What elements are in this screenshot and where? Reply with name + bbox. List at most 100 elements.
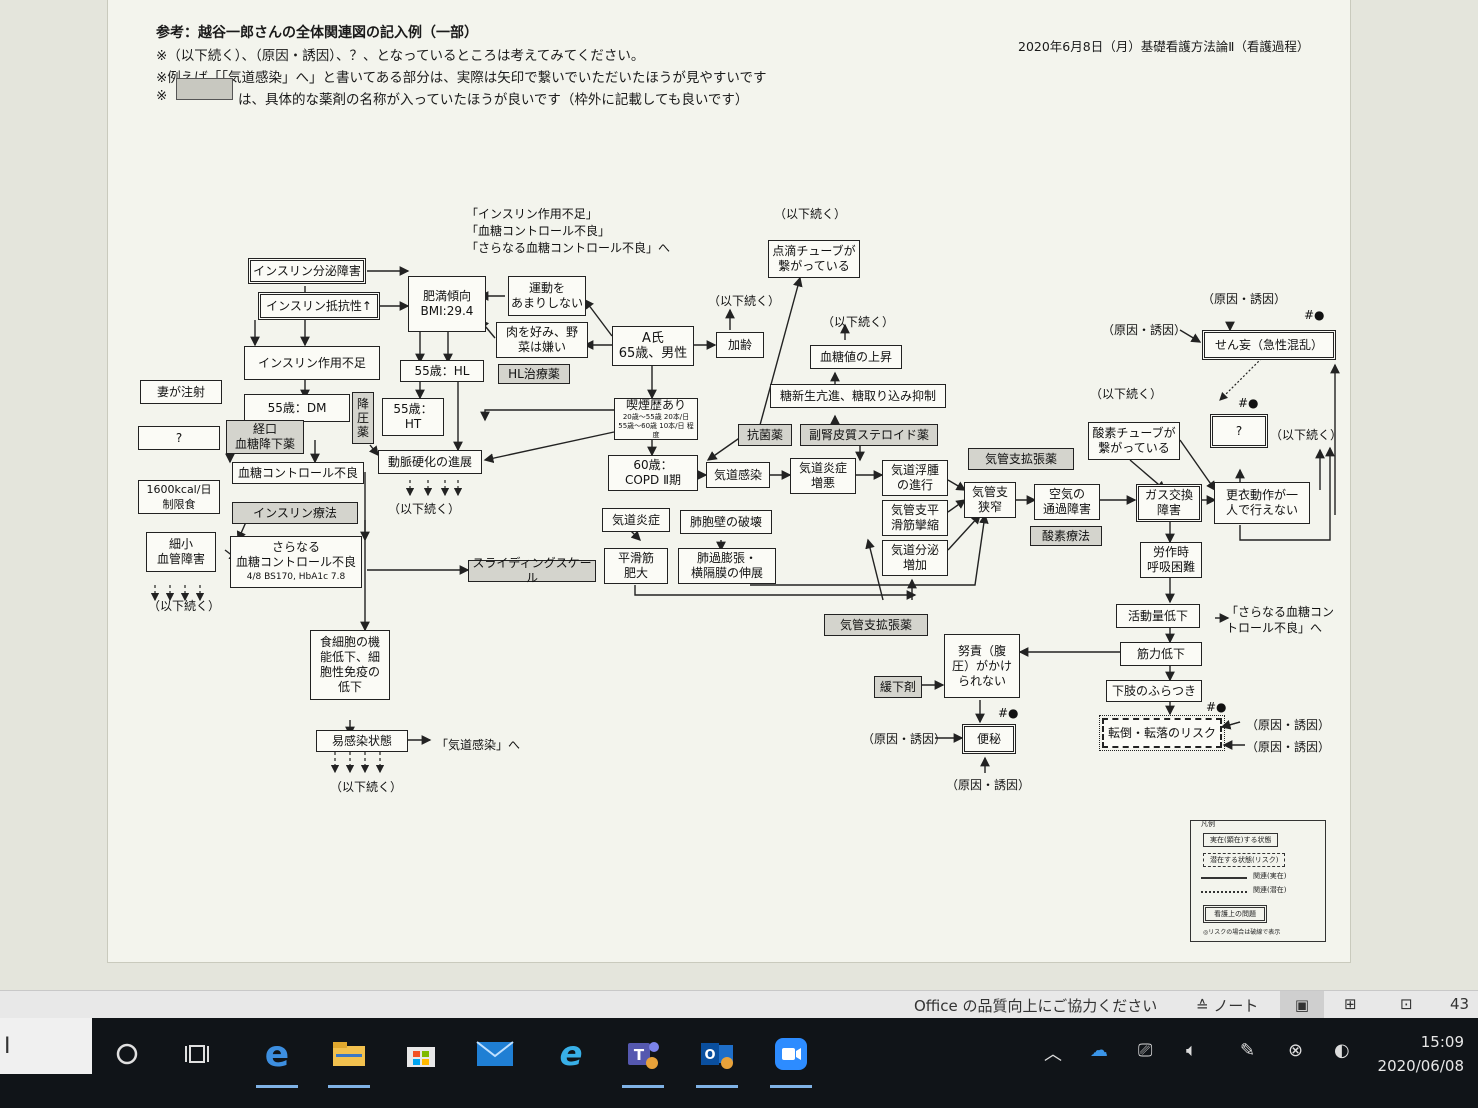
slide-sorter-icon: ⊞ <box>1344 995 1357 1013</box>
feedback-link[interactable]: Office の品質向上にご協力ください <box>914 997 1158 1015</box>
mail-icon <box>476 1041 514 1066</box>
teams-status-button[interactable]: ⊗ <box>1288 1040 1303 1061</box>
node-sliding-scale: スライディングスケール <box>468 556 596 585</box>
task-view-button[interactable] <box>172 1026 222 1082</box>
reading-view-icon: ⊡ <box>1400 995 1413 1013</box>
legend-item-actual: 実在(顕在)する状態 <box>1203 833 1279 847</box>
cortana-button[interactable] <box>102 1026 152 1082</box>
node-microvascular: 細小 血管障害 <box>146 532 216 572</box>
zoom-icon <box>775 1038 807 1070</box>
node-infection-prone: 易感染状態 <box>316 730 408 752</box>
legend-item-potential: 潜在する状態(リスク) <box>1203 853 1286 867</box>
node-straining: 努責（腹 圧）がかけ られない <box>944 634 1020 698</box>
clock[interactable]: 15:09 2020/06/08 <box>1378 1030 1464 1078</box>
volume-button[interactable]: 🔈︎ <box>1186 1040 1197 1061</box>
label-top-refs: 「インスリン作用不足」 「血糖コントロール不良」 「さらなる血糖コントロール不良… <box>466 207 671 255</box>
label-cause-constipation-left: （原因・誘因） <box>862 732 947 746</box>
node-dm55: 55歳：DM <box>244 394 350 422</box>
further-glucose-values: 4/8 BS170, HbA1c 7.8 <box>246 571 346 582</box>
node-insulin-action: インスリン作用不足 <box>244 346 380 380</box>
search-text: I <box>4 1033 11 1059</box>
note-3-mark: ※ <box>156 88 168 104</box>
node-dyspnea: 労作時 呼吸困難 <box>1140 542 1202 578</box>
zoom-level[interactable]: 43 <box>1450 995 1470 1013</box>
node-secretion: 気道分泌 増加 <box>882 540 948 576</box>
smoking-text: 喫煙歴あり <box>625 398 686 412</box>
node-airflow-obstruction: 空気の 通過障害 <box>1034 484 1100 520</box>
label-hash-q2: #● <box>1238 396 1259 410</box>
node-wife: 妻が注射 <box>140 380 222 404</box>
clock-time: 15:09 <box>1420 1033 1464 1051</box>
further-glucose-text: さらなる 血糖コントロール不良 <box>235 539 356 569</box>
node-antihypertensive: 降 圧 薬 <box>352 392 374 444</box>
node-stenosis: 気管支 狭窄 <box>964 482 1016 518</box>
cloud-icon: ☁ <box>1090 1040 1108 1061</box>
internet-explorer-button[interactable]: e <box>546 1026 596 1082</box>
smoking-detail: 20歳～55歳 20本/日 55歳～60歳 10本/日 程度 <box>618 413 694 439</box>
label-hash-constipation: #● <box>998 706 1019 720</box>
label-cause-constipation-bottom: （原因・誘因） <box>946 778 1031 792</box>
node-bronchodilator-1: 気管支拡張薬 <box>968 448 1074 470</box>
date-header: 2020年6月8日（月）基礎看護方法論Ⅱ（看護過程） <box>1018 39 1310 54</box>
outlook-button[interactable]: O <box>692 1026 742 1088</box>
label-to-glucose: 「さらなる血糖コン トロール不良」へ <box>1226 605 1335 635</box>
node-inflammation-worse: 気道炎症 増悪 <box>790 458 856 494</box>
node-obesity: 肥満傾向 BMI:29.4 <box>408 276 486 332</box>
notes-button[interactable]: ≙ ノート <box>1196 995 1258 1016</box>
normal-view-button[interactable]: ▣ <box>1280 991 1324 1019</box>
node-activity-decline: 活動量低下 <box>1116 604 1200 628</box>
label-cont-micro: （以下続く） <box>148 599 221 613</box>
network-button[interactable]: ⎚ <box>1138 1040 1152 1061</box>
legend-arrow-dotted <box>1201 891 1247 893</box>
node-insulin-secretion: インスリン分泌障害 <box>248 258 366 284</box>
taskbar-search-box[interactable]: I <box>0 1018 92 1074</box>
ie-icon: e <box>559 1034 583 1074</box>
node-airway-infection: 気道感染 <box>706 462 770 488</box>
show-hidden-icons-button[interactable]: ︿ <box>1044 1040 1062 1066</box>
chevron-up-icon: ︿ <box>1044 1044 1062 1065</box>
node-blood-glucose-rise: 血糖値の上昇 <box>810 345 902 369</box>
drug-shade-sample <box>176 78 233 100</box>
edge-button[interactable]: e <box>252 1026 302 1088</box>
node-bronchospasm: 気管支平 滑筋攣縮 <box>882 500 948 536</box>
store-button[interactable] <box>396 1026 446 1082</box>
label-cont-q2: （以下続く） <box>1270 428 1343 442</box>
node-edema: 気道浮腫 の進行 <box>882 460 948 496</box>
app-tray-button[interactable]: ◐ <box>1334 1040 1350 1061</box>
node-q1: ? <box>138 426 220 450</box>
legend-item-relation-potential: 関連(潜在) <box>1253 886 1287 894</box>
node-dressing: 更衣動作が一 人で行えない <box>1214 482 1310 524</box>
label-to-airway: 「気道感染」へ <box>436 738 521 752</box>
node-aging: 加齢 <box>716 332 764 358</box>
edge-icon: e <box>264 1033 290 1075</box>
node-bronchodilator-2: 気管支拡張薬 <box>824 614 928 636</box>
node-alveoli-destruction: 肺胞壁の破壊 <box>680 510 772 534</box>
mail-button[interactable] <box>470 1026 520 1082</box>
pen-button[interactable]: ✎ <box>1240 1040 1255 1061</box>
pen-icon: ✎ <box>1240 1040 1256 1061</box>
node-ht55: 55歳： HT <box>382 398 444 436</box>
slide-sorter-button[interactable]: ⊞ <box>1344 995 1357 1013</box>
node-atherosclerosis: 動脈硬化の進展 <box>378 450 482 474</box>
node-iv-tube: 点滴チューブが 繋がっている <box>768 240 860 278</box>
reading-view-button[interactable]: ⊡ <box>1400 995 1413 1013</box>
svg-text:T: T <box>634 1046 645 1064</box>
normal-view-icon: ▣ <box>1294 996 1310 1014</box>
file-explorer-button[interactable] <box>324 1026 374 1088</box>
teams-button[interactable]: T <box>618 1026 668 1088</box>
moon-icon: ◐ <box>1334 1040 1350 1061</box>
node-oxygen-tube: 酸素チューブが 繋がっている <box>1088 422 1180 460</box>
zoom-app-button[interactable] <box>766 1026 816 1088</box>
cortana-icon <box>116 1043 138 1065</box>
note-3: は、具体的な薬剤の名称が入っていたほうが良いです（枠外に記載しても良いです） <box>238 92 749 108</box>
node-hl55: 55歳：HL <box>400 360 484 382</box>
label-cause-delirium-top: （原因・誘因） <box>1202 292 1287 306</box>
node-meat: 肉を好み、野 菜は嫌い <box>496 322 588 358</box>
label-cont-glucose-rise: （以下続く） <box>822 315 895 329</box>
node-copd: 60歳： COPD Ⅱ期 <box>608 455 698 491</box>
node-gluconeogenesis: 糖新生亢進、糖取り込み抑制 <box>770 384 946 408</box>
node-patient: A氏 65歳、男性 <box>612 326 694 366</box>
onedrive-button[interactable]: ☁ <box>1090 1040 1108 1061</box>
node-muscle-decline: 筋力低下 <box>1120 642 1202 666</box>
label-cause-fall-1: （原因・誘因） <box>1246 718 1331 732</box>
